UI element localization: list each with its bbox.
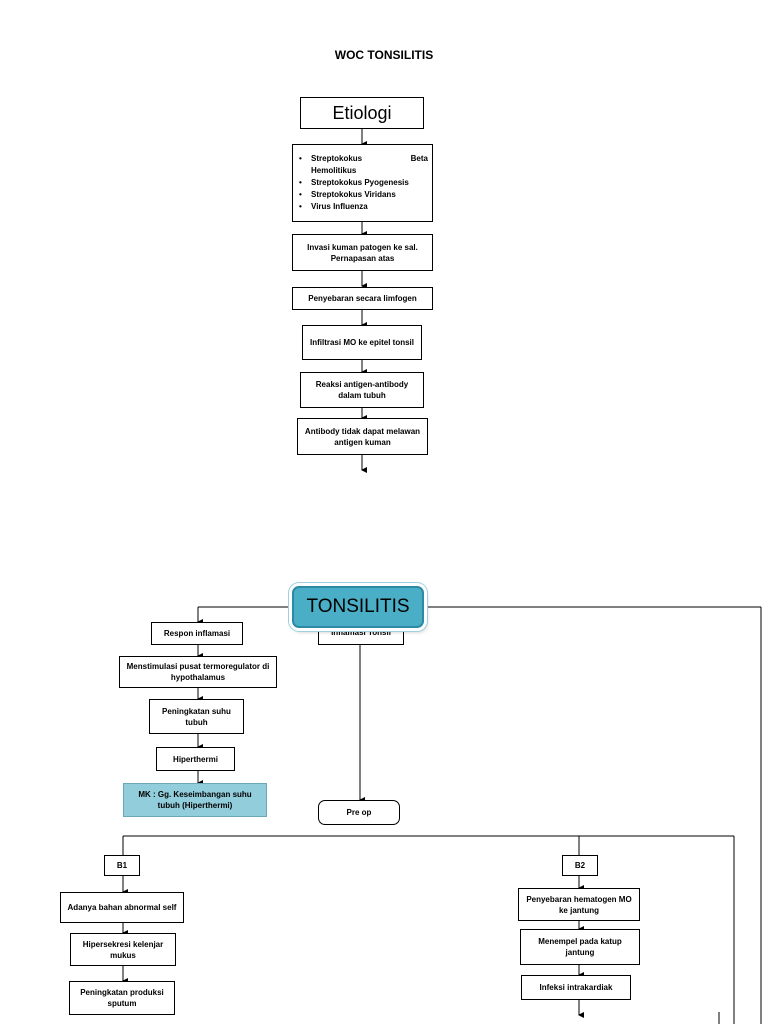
flow-box-reaksi: Reaksi antigen-antibody dalam tubuh xyxy=(300,372,424,408)
b2-box: B2 xyxy=(562,855,598,876)
etiologi-item: Streptokokus Beta xyxy=(297,153,428,165)
etiologi-item-text: Streptokokus xyxy=(311,154,363,163)
flow-box-antibody: Antibody tidak dapat melawan antigen kum… xyxy=(297,418,428,455)
b1-sputum-box: Peningkatan produksi sputum xyxy=(69,981,175,1015)
etiologi-item-text: Streptokokus Pyogenesis xyxy=(311,178,409,187)
etiologi-item-text: Hemolitikus xyxy=(311,166,357,175)
etiologi-item: Streptokokus Viridans xyxy=(297,189,428,201)
b2-infeksi-box: Infeksi intrakardiak xyxy=(521,975,631,1000)
hiperthermi-box: Hiperthermi xyxy=(156,747,235,771)
etiologi-item-continued: Hemolitikus xyxy=(297,165,428,177)
tonsilitis-node: TONSILITIS xyxy=(292,586,424,628)
flow-box-invasi: Invasi kuman patogen ke sal. Pernapasan … xyxy=(292,234,433,271)
termoregulator-box: Menstimulasi pusat termoregulator di hyp… xyxy=(119,656,277,688)
etiologi-item-text: Streptokokus Viridans xyxy=(311,190,396,199)
b1-box: B1 xyxy=(104,855,140,876)
etiologi-item-text: Beta xyxy=(410,154,428,163)
etiologi-list-box: Streptokokus Beta Hemolitikus Streptokok… xyxy=(292,144,433,222)
etiologi-item: Streptokokus Pyogenesis xyxy=(297,177,428,189)
b1-hipersekresi-box: Hipersekresi kelenjar mukus xyxy=(70,933,176,966)
mk-diagnosis-box: MK : Gg. Keseimbangan suhu tubuh (Hipert… xyxy=(123,783,267,817)
page-title: WOC TONSILITIS xyxy=(334,48,434,62)
peningkatan-suhu-box: Peningkatan suhu tubuh xyxy=(149,699,244,734)
b2-katup-jantung-box: Menempel pada katup jantung xyxy=(520,929,640,965)
etiologi-item: Virus Influenza xyxy=(297,201,428,213)
b1-abnormal-self-box: Adanya bahan abnormal self xyxy=(60,892,184,923)
preop-box: Pre op xyxy=(318,800,400,825)
flow-box-infiltrasi: Infiltrasi MO ke epitel tonsil xyxy=(302,325,422,360)
etiologi-item-text: Virus Influenza xyxy=(311,202,368,211)
flow-box-penyebaran: Penyebaran secara limfogen xyxy=(292,287,433,310)
b2-hematogen-box: Penyebaran hematogen MO ke jantung xyxy=(518,888,640,921)
respon-inflamasi-box: Respon inflamasi xyxy=(151,622,243,645)
etiologi-list: Streptokokus Beta Hemolitikus Streptokok… xyxy=(297,153,428,213)
etiologi-box: Etiologi xyxy=(300,97,424,129)
